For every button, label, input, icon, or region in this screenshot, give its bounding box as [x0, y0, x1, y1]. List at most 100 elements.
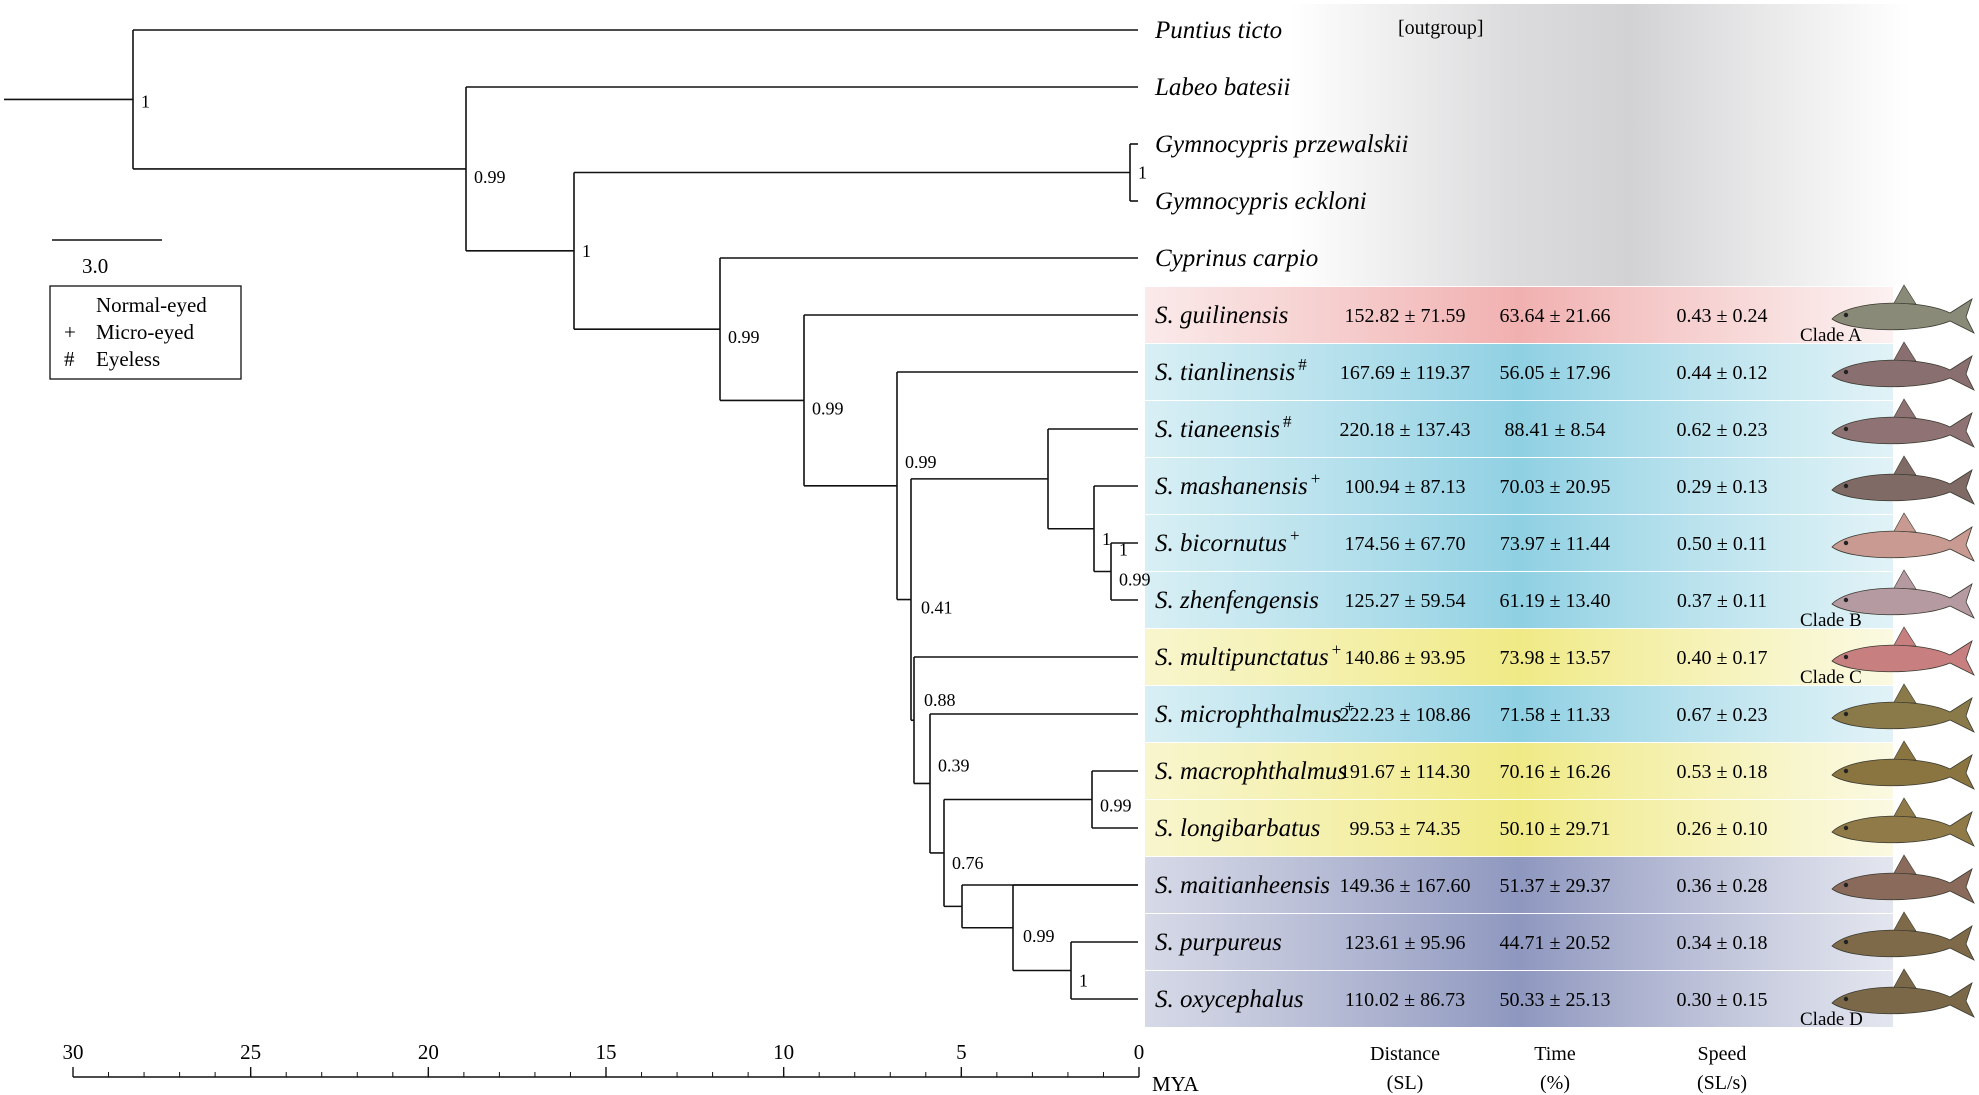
value-distance: 222.23 ± 108.86: [1340, 704, 1471, 726]
value-distance: 100.94 ± 87.13: [1345, 476, 1466, 498]
node-support: 1: [1138, 163, 1147, 183]
taxon-row: S. oxycephalus 110.02 ± 86.73 50.33 ± 25.1…: [1155, 986, 1767, 1013]
column-header: Distance: [1370, 1043, 1440, 1065]
taxon-name: Gymnocypris eckloni: [1155, 188, 1367, 215]
taxon-name: S. microphthalmus+: [1155, 697, 1354, 728]
tree-branches: [4, 29, 1138, 1000]
node-support: 1: [1119, 540, 1128, 560]
band-eyeless_micro: [1145, 686, 1893, 742]
taxon-row: S. guilinensis 152.82 ± 71.59 63.64 ± 21.6…: [1155, 302, 1767, 329]
taxon-name: S. tianeensis#: [1155, 412, 1292, 443]
legend-label: Normal-eyed: [96, 293, 207, 317]
legend-symbol: +: [64, 320, 76, 344]
clade-label: Clade B: [1800, 610, 1862, 631]
fish-purpureus-icon: [1831, 911, 1975, 961]
taxon-row: Labeo batesii: [1154, 74, 1290, 101]
value-time: 61.19 ± 13.40: [1500, 590, 1611, 612]
column-header-unit: (%): [1540, 1072, 1570, 1094]
node-support: 1: [1102, 529, 1111, 549]
column-header: Speed: [1698, 1043, 1747, 1065]
taxon-name: S. maitianheensis: [1155, 872, 1330, 899]
taxon-row: S. mashanensis+ 100.94 ± 87.13 70.03 ± 20.…: [1155, 469, 1767, 500]
value-time: 51.37 ± 29.37: [1500, 875, 1611, 897]
eye-type-mark: +: [1290, 526, 1300, 545]
value-distance: 99.53 ± 74.35: [1350, 818, 1461, 840]
eye-type-mark: +: [1345, 697, 1355, 716]
eye-type-mark: #: [1283, 412, 1292, 431]
node-support: 1: [1079, 971, 1088, 991]
fish-multipunctatus-icon: [1831, 626, 1975, 676]
fish-mashanensis-icon: [1831, 455, 1975, 505]
eye-type-mark: +: [1311, 469, 1321, 488]
legend-box: [49, 285, 242, 380]
value-distance: 110.02 ± 86.73: [1345, 989, 1465, 1011]
value-distance: 125.27 ± 59.54: [1345, 590, 1466, 612]
axis-tick-label: 30: [63, 1040, 84, 1064]
column-header-unit: (SL): [1387, 1072, 1424, 1094]
node-support: 0.41: [921, 598, 953, 618]
clade-label: Clade C: [1800, 667, 1862, 688]
taxon-name: S. macrophthalmus: [1155, 758, 1347, 785]
node-support: 0.88: [924, 690, 956, 710]
fish-bicornutus-icon: [1831, 512, 1975, 562]
node-support: 0.99: [812, 398, 844, 418]
legend-symbol: #: [64, 347, 75, 371]
taxon-name: S. guilinensis: [1155, 302, 1288, 329]
time-axis-unit: MYA: [1152, 1072, 1200, 1095]
taxon-name: S. mashanensis+: [1155, 469, 1320, 500]
clade-label: Clade A: [1800, 325, 1862, 346]
taxon-name: S. oxycephalus: [1155, 986, 1304, 1013]
value-speed: 0.50 ± 0.11: [1677, 533, 1767, 555]
node-support: 1: [582, 241, 591, 261]
node-support: 0.39: [938, 755, 970, 775]
value-time: 73.97 ± 11.44: [1500, 533, 1610, 555]
node-support: 0.99: [1100, 796, 1132, 816]
band-eyeless_micro: [1145, 401, 1893, 457]
value-time: 50.33 ± 25.13: [1500, 989, 1611, 1011]
fish-illustrations: [1831, 284, 1975, 1018]
column-header-unit: (SL/s): [1697, 1072, 1747, 1094]
axis-tick-label: 10: [773, 1040, 794, 1064]
value-time: 70.03 ± 20.95: [1500, 476, 1611, 498]
group-color-bands: [1145, 4, 1910, 1027]
eye-type-mark: #: [1298, 355, 1307, 374]
value-time: 71.58 ± 11.33: [1500, 704, 1610, 726]
value-speed: 0.34 ± 0.18: [1677, 932, 1768, 954]
value-time: 63.64 ± 21.66: [1500, 305, 1611, 327]
value-distance: 152.82 ± 71.59: [1345, 305, 1466, 327]
taxon-name: Gymnocypris przewalskii: [1155, 131, 1408, 158]
value-speed: 0.67 ± 0.23: [1677, 704, 1768, 726]
node-support: 0.99: [728, 327, 760, 347]
node-support: 1: [141, 91, 150, 111]
axis-tick-label: 5: [956, 1040, 967, 1064]
fish-microphthalmus-icon: [1831, 683, 1975, 733]
legend-label: Eyeless: [96, 347, 160, 371]
node-support: 0.99: [1023, 926, 1055, 946]
node-support: 0.99: [1119, 570, 1151, 590]
taxon-row: Cyprinus carpio: [1155, 245, 1318, 272]
value-distance: 191.67 ± 114.30: [1340, 761, 1470, 783]
taxon-row: S. microphthalmus+222.23 ± 108.86 71.58 ±…: [1155, 697, 1767, 728]
taxon-name: S. bicornutus+: [1155, 526, 1300, 557]
column-headers: Distance(SL)Time(%)Speed(SL/s): [1370, 1043, 1747, 1094]
band-yellow: [1145, 629, 1893, 685]
fish-tianeensis-icon: [1831, 398, 1975, 448]
value-distance: 123.61 ± 95.96: [1345, 932, 1466, 954]
taxon-name: Cyprinus carpio: [1155, 245, 1318, 272]
axis-tick-label: 25: [240, 1040, 261, 1064]
value-time: 50.10 ± 29.71: [1500, 818, 1611, 840]
node-support: 0.76: [952, 853, 984, 873]
taxon-row: Gymnocypris przewalskii: [1155, 131, 1408, 158]
fish-tianlinensis-icon: [1831, 341, 1975, 391]
taxon-name: Puntius ticto: [1154, 17, 1282, 44]
value-speed: 0.62 ± 0.23: [1677, 419, 1768, 441]
fish-maitianheensis-icon: [1831, 854, 1975, 904]
